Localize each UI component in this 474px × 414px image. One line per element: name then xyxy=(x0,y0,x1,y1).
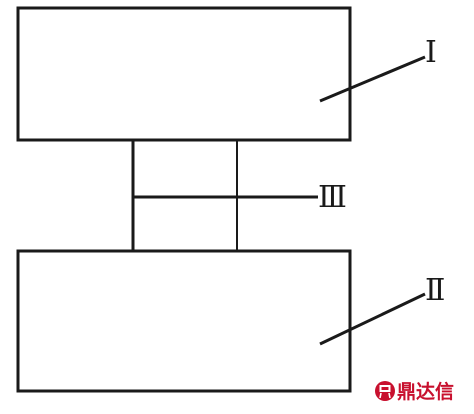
label-lower-block: Ⅱ xyxy=(425,273,445,308)
lower-block xyxy=(16,249,352,393)
leader-line-lower xyxy=(319,292,426,346)
watermark-text: 鼎达信 xyxy=(397,380,454,403)
label-connector: Ⅲ xyxy=(318,180,347,215)
label-upper-block: Ⅰ xyxy=(425,35,437,70)
watermark-badge-icon xyxy=(375,381,395,401)
upper-block xyxy=(16,6,352,142)
leader-line-upper xyxy=(319,55,426,103)
watermark-logo: 鼎达信 xyxy=(375,380,454,403)
